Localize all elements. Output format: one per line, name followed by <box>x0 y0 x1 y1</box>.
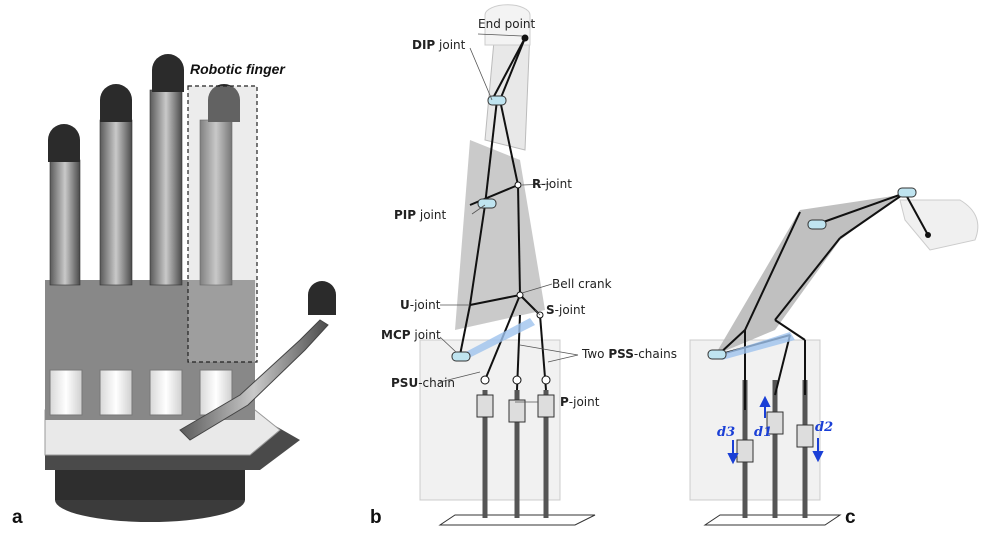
bell-crank-label: Bell crank <box>552 277 612 291</box>
d1-displacement-label: d1 <box>754 425 772 440</box>
s-joint-label: S-joint <box>546 303 586 317</box>
robotic-hand-render <box>44 54 336 522</box>
panel-label-c: c <box>845 507 856 528</box>
dip-joint-label: DIP joint <box>412 38 466 52</box>
mcp-joint-label: MCP joint <box>381 328 441 342</box>
psu-chain-label: PSU-chain <box>391 376 455 390</box>
robotic-finger-highlight-box <box>187 85 258 363</box>
pip-joint-label: PIP joint <box>394 208 446 222</box>
finger-mechanism-flexed <box>689 187 979 526</box>
finger-mechanism-extended <box>419 4 596 526</box>
u-joint-label: U-joint <box>400 298 441 312</box>
panel-label-b: b <box>370 507 382 528</box>
p-joint-label: P-joint <box>560 395 600 409</box>
panel-label-a: a <box>12 507 23 528</box>
d2-displacement-label: d2 <box>815 420 833 435</box>
pss-chains-label: Two PSS-chains <box>581 347 677 361</box>
d3-displacement-label: d3 <box>717 425 735 440</box>
r-joint-label: R-joint <box>532 177 572 191</box>
end-point-label: End point <box>478 17 536 31</box>
robotic-finger-label: Robotic finger <box>190 61 286 77</box>
